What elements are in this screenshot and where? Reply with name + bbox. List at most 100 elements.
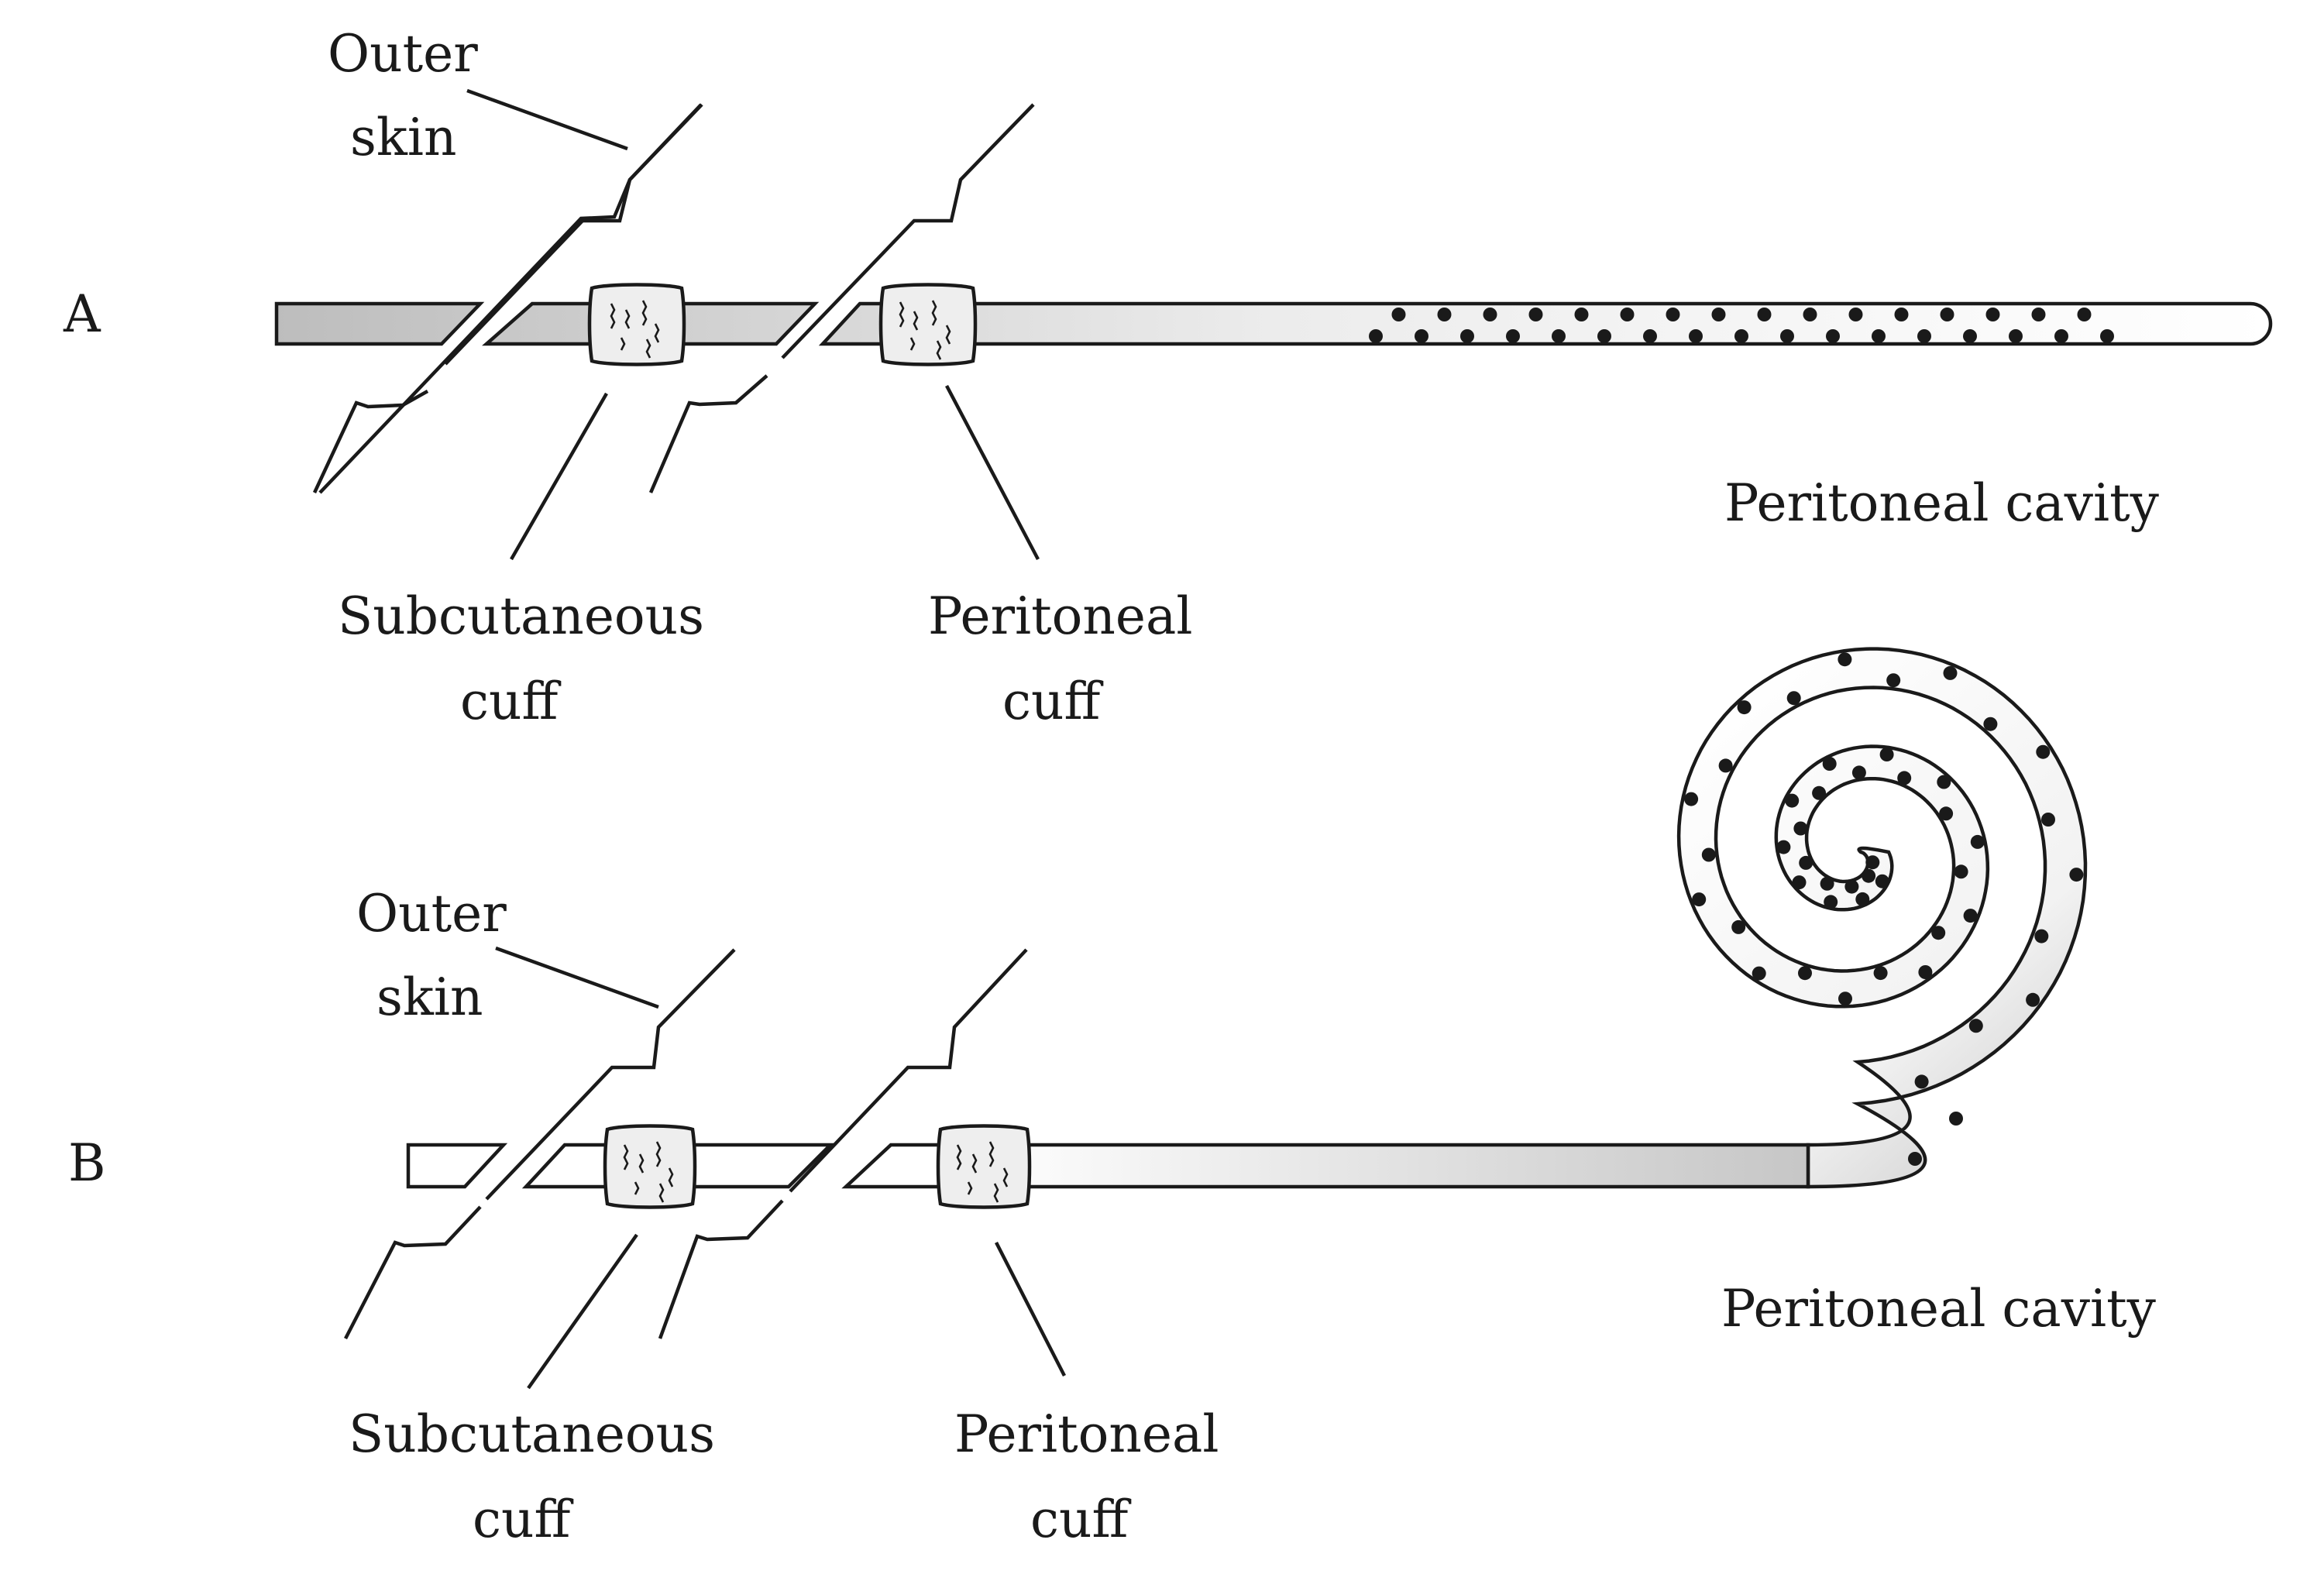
side-hole-dot [1943,665,1958,680]
side-hole-dot [1734,329,1748,343]
panel-b-outer-skin-leader [495,946,659,1009]
panel-b-peritoneal-cuff-label-line1: Peritoneal [954,1404,1219,1464]
panel-b-peritoneal-cuff-leader [994,1241,1067,1377]
side-hole-dot [1983,717,1998,731]
side-hole-dot [1799,855,1813,870]
panel-b-outer-skin-line [344,948,736,1340]
side-hole-dot [1701,847,1716,862]
panel-a-peritoneal-cuff [878,283,978,366]
side-hole-dot [1970,834,1985,849]
panel-a-outer-skin-leader [466,88,628,151]
side-hole-dot [1666,308,1680,321]
side-hole-dot [1937,775,1951,789]
side-hole-dot [2036,744,2051,759]
side-hole-dot [1597,329,1611,343]
side-hole-dot [1483,308,1497,321]
side-hole-dot [1875,874,1889,888]
panel-b-coil-body [1676,647,2088,1189]
side-hole-dot [1855,892,1870,906]
panel-a-outer-skin-line [312,103,703,494]
panel-a-subcutaneous-cuff-label-line1: Subcutaneous [338,586,704,646]
side-hole-dot [1620,308,1635,321]
side-hole-dot [1894,308,1909,321]
panel-a-peritoneal-layer-line [648,103,1035,493]
side-hole-dot [1824,895,1838,909]
side-hole-dot [2069,868,2084,882]
side-hole-dot [2031,308,2046,321]
side-hole-dot [1939,806,1954,821]
side-hole-dot [1820,876,1834,891]
side-hole-dot [1757,308,1772,321]
side-hole-dot [1848,308,1863,321]
side-hole-dot [1785,793,1800,808]
side-hole-dot [2026,992,2040,1007]
panel-b-peritoneal-cavity-label: Peritoneal cavity [1721,1279,2157,1339]
side-hole-dot [1954,864,1968,879]
panel-a-tube-intraperitoneal-segment [818,301,2273,346]
side-hole-dot [2009,329,2023,343]
panel-a-side-holes [1369,308,2114,343]
panel-b-subcutaneous-cuff [603,1124,697,1209]
side-hole-dot [1780,329,1794,343]
side-hole-dot [1963,909,1978,923]
side-hole-dot [1872,329,1886,343]
side-hole-dot [1949,1112,1963,1126]
side-hole-dot [1968,1019,1983,1033]
side-hole-dot [1844,879,1859,894]
side-hole-dot [1838,652,1852,667]
side-hole-dot [1879,748,1894,761]
side-hole-dot [1826,329,1840,343]
side-hole-dot [1918,965,1933,979]
side-hole-dot [1415,329,1428,343]
panel-b-subcutaneous-cuff-label-line2: cuff [473,1490,573,1549]
panel-b: B [68,647,2157,1549]
side-hole-dot [1963,329,1977,343]
side-hole-dot [1812,785,1827,800]
side-hole-dot [1437,308,1452,321]
side-hole-dot [1940,308,1954,321]
side-hole-dot [1574,308,1589,321]
side-hole-dot [1798,966,1812,981]
panel-b-peritoneal-cuff-label-line2: cuff [1030,1490,1131,1549]
side-hole-dot [1737,700,1752,715]
side-hole-dot [1752,966,1766,981]
panel-a-tube-external-segment [274,301,485,346]
side-hole-dot [1886,673,1901,688]
side-hole-dot [1985,308,2000,321]
side-hole-dot [1897,771,1912,785]
panel-b-coiled-tip [1676,647,2088,1189]
panel-a-peritoneal-cuff-label-line2: cuff [1002,672,1103,731]
side-hole-dot [1908,1152,1922,1166]
side-hole-dot [1793,821,1808,836]
side-hole-dot [1838,992,1852,1006]
side-hole-dot [1711,308,1726,321]
side-hole-dot [1643,329,1657,343]
side-hole-dot [1786,691,1801,706]
side-hole-dot [2077,308,2092,321]
panel-b-outer-skin-label-line1: Outer [356,884,507,943]
side-hole-dot [1689,329,1703,343]
side-hole-dot [1776,840,1791,854]
panel-a-peritoneal-cuff-label-line1: Peritoneal [928,586,1192,646]
side-hole-dot [1792,875,1807,890]
side-hole-dot [1914,1074,1929,1089]
panel-a-catheter-tube [274,301,2273,346]
side-hole-dot [1931,926,1946,940]
side-hole-dot [1552,329,1566,343]
panel-a-subcutaneous-cuff-leader [510,392,608,561]
side-hole-dot [1862,868,1876,883]
panel-b-subcutaneous-cuff-label-line1: Subcutaneous [349,1404,715,1464]
side-hole-dot [1528,308,1543,321]
side-hole-dot [1865,855,1880,870]
side-hole-dot [2100,329,2114,343]
side-hole-dot [1851,765,1866,780]
side-hole-dot [2054,329,2068,343]
side-hole-dot [1692,892,1707,907]
side-hole-dot [1391,308,1406,321]
panel-a-peritoneal-cavity-label: Peritoneal cavity [1724,473,2160,533]
panel-b-letter: B [68,1133,106,1193]
panel-a-outer-skin-label-line1: Outer [328,24,478,84]
side-hole-dot [1369,329,1383,343]
